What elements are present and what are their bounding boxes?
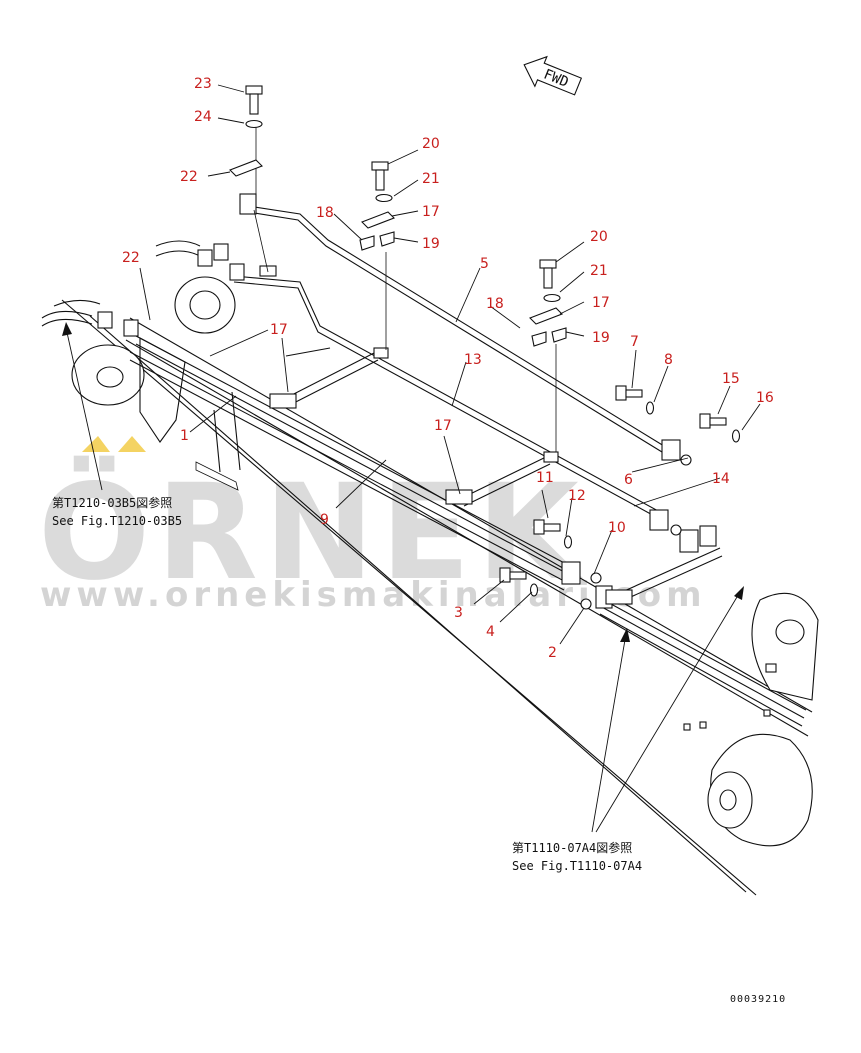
ref-left-en: See Fig.T1210-03B5 (52, 514, 182, 528)
fwd-arrow: FWD (523, 55, 583, 96)
part-label: 16 (756, 390, 774, 406)
part-label: 17 (592, 295, 610, 311)
part-label: 12 (568, 488, 586, 504)
part-label: 20 (422, 136, 440, 152)
part-label: 17 (422, 204, 440, 220)
ref-left-jp: 第T1210-03B5図参照 (52, 495, 172, 510)
part-label: 15 (722, 371, 740, 387)
part-label: 20 (590, 229, 608, 245)
part-label: 19 (422, 236, 440, 252)
part-label: 4 (486, 624, 495, 640)
part-label: 17 (434, 418, 452, 434)
watermark: ÖRNEK www.ornekismakinalari.com (38, 436, 707, 615)
part-labels: 23 24 22 18 20 21 17 19 5 22 20 21 18 17… (122, 76, 774, 661)
ref-right-en: See Fig.T1110-07A4 (512, 859, 642, 873)
hardware (229, 85, 741, 610)
watermark-accent-right (118, 436, 146, 452)
part-label: 21 (422, 171, 440, 187)
part-label: 6 (624, 472, 633, 488)
part-label: 24 (194, 109, 212, 125)
part-label: 2 (548, 645, 557, 661)
ref-right-jp: 第T1110-07A4図参照 (512, 840, 632, 855)
part-label: 5 (480, 256, 489, 272)
part-label: 18 (486, 296, 504, 312)
part-label: 9 (320, 512, 329, 528)
part-label: 22 (180, 169, 198, 185)
part-label: 14 (712, 471, 730, 487)
part-label: 3 (454, 605, 463, 621)
part-label: 10 (608, 520, 626, 536)
reference-notes: 第T1210-03B5図参照 See Fig.T1210-03B5 第T1110… (52, 495, 642, 873)
part-label: 22 (122, 250, 140, 266)
watermark-brand: ÖRNEK (38, 456, 585, 610)
leader-lines (139, 84, 761, 645)
part-label: 7 (630, 334, 639, 350)
part-label: 1 (180, 428, 189, 444)
part-label: 19 (592, 330, 610, 346)
part-label: 21 (590, 263, 608, 279)
watermark-accent-left (82, 436, 110, 452)
part-label: 11 (536, 470, 554, 486)
part-label: 17 (270, 322, 288, 338)
left-hoses (41, 240, 201, 327)
part-label: 18 (316, 205, 334, 221)
watermark-url: www.ornekismakinalari.com (40, 575, 707, 615)
part-label: 8 (664, 352, 673, 368)
drawing-id: 00039210 (730, 994, 786, 1005)
part-label: 13 (464, 352, 482, 368)
reference-arrows (62, 322, 744, 833)
part-label: 23 (194, 76, 212, 92)
long-tubes (97, 124, 807, 727)
